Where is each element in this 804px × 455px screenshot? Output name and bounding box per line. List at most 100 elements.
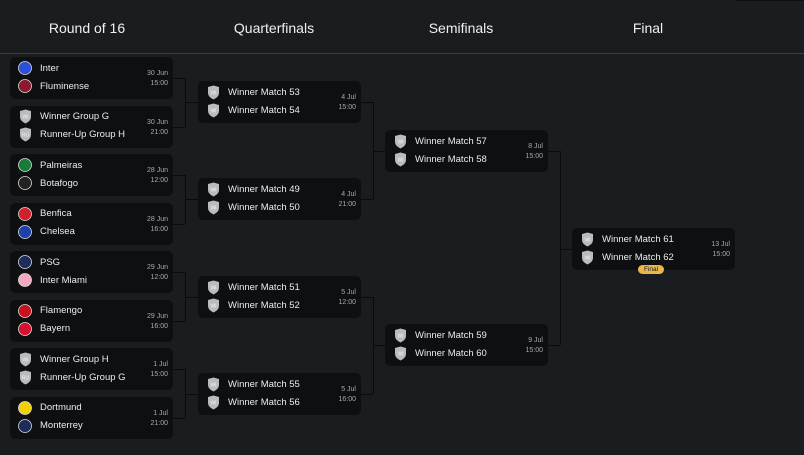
team-row[interactable]: Botafogo — [18, 175, 78, 191]
team-row[interactable]: Inter — [18, 60, 59, 76]
svg-text:WI: WI — [210, 382, 216, 388]
rounds-header: Round of 16 Quarterfinals Semifinals Fin… — [0, 0, 804, 54]
match-date: 29 Jun — [146, 312, 168, 320]
team-row[interactable]: PSG — [18, 254, 60, 270]
team-row[interactable]: Fluminense — [18, 78, 89, 94]
match-datetime: 29 Jun 16:00 — [147, 312, 168, 332]
connector-line — [373, 151, 385, 152]
svg-text:WI: WI — [22, 115, 28, 121]
team-name: Winner Group G — [40, 111, 110, 122]
connector-line — [173, 78, 185, 79]
team-row[interactable]: Dortmund — [18, 400, 82, 416]
match-date: 29 Jun — [146, 264, 168, 271]
team-name: Monterrey — [40, 420, 83, 431]
team-name: Winner Match 61 — [602, 233, 674, 245]
team-row[interactable]: Monterrey — [18, 418, 83, 434]
team-row[interactable]: WI Winner Match 61 — [580, 231, 674, 247]
svg-text:WI: WI — [210, 400, 216, 406]
team-name: Winner Match 51 — [228, 281, 300, 293]
team-row[interactable]: WI Winner Match 57 — [393, 133, 487, 149]
connector-line — [548, 151, 560, 152]
placeholder-shield-icon: WI — [393, 134, 407, 149]
svg-text:WI: WI — [397, 351, 403, 357]
team-row[interactable]: RU Runner-Up Group G — [18, 369, 126, 385]
match-date: 4 Jul — [341, 94, 356, 101]
placeholder-shield-icon: RU — [18, 127, 32, 142]
match-date: 4 Jul — [341, 191, 356, 198]
match-time: 15:00 — [525, 347, 543, 354]
chelsea-crest-icon — [18, 224, 32, 239]
connector-line — [185, 297, 198, 298]
svg-text:WI: WI — [584, 237, 590, 243]
match-date: 8 Jul — [528, 143, 543, 150]
svg-text:WI: WI — [210, 303, 216, 309]
team-name: Inter — [40, 62, 60, 74]
placeholder-shield-icon: RU — [18, 370, 32, 385]
team-row[interactable]: Bayern — [18, 321, 70, 337]
match-date: 5 Jul — [341, 289, 356, 296]
connector-line — [373, 102, 374, 199]
match-date: 1 Jul — [153, 361, 168, 368]
team-row[interactable]: Palmeiras — [18, 157, 82, 173]
team-name: Bayern — [40, 323, 71, 334]
match-date: 13 Jul — [711, 241, 730, 248]
match-time: 16:00 — [150, 322, 168, 330]
palmeiras-crest-icon — [18, 158, 32, 173]
team-name: Runner-Up Group G — [40, 371, 126, 383]
team-row[interactable]: Inter Miami — [18, 272, 87, 288]
match-date: 1 Jul — [153, 409, 168, 417]
team-row[interactable]: Flamengo — [18, 303, 82, 319]
match-date: 5 Jul — [341, 386, 356, 393]
match-time: 15:00 — [150, 371, 168, 378]
team-name: Flamengo — [40, 305, 83, 316]
connector-line — [173, 126, 185, 128]
team-row[interactable]: Chelsea — [18, 224, 75, 240]
connector-line — [185, 102, 198, 103]
psg-crest-icon — [18, 255, 32, 270]
team-row[interactable]: Benfica — [18, 206, 72, 222]
svg-text:WI: WI — [210, 90, 216, 96]
match-datetime: 1 Jul 15:00 — [150, 360, 168, 380]
connector-line — [361, 199, 373, 200]
team-name: Winner Match 57 — [415, 135, 487, 147]
team-row[interactable]: WI Winner Group G — [18, 109, 109, 125]
connector-line — [173, 272, 185, 273]
bayern-crest-icon — [18, 321, 32, 336]
round-title-semifinals: Semifinals — [428, 20, 494, 36]
round-title-quarterfinals: Quarterfinals — [233, 20, 315, 36]
